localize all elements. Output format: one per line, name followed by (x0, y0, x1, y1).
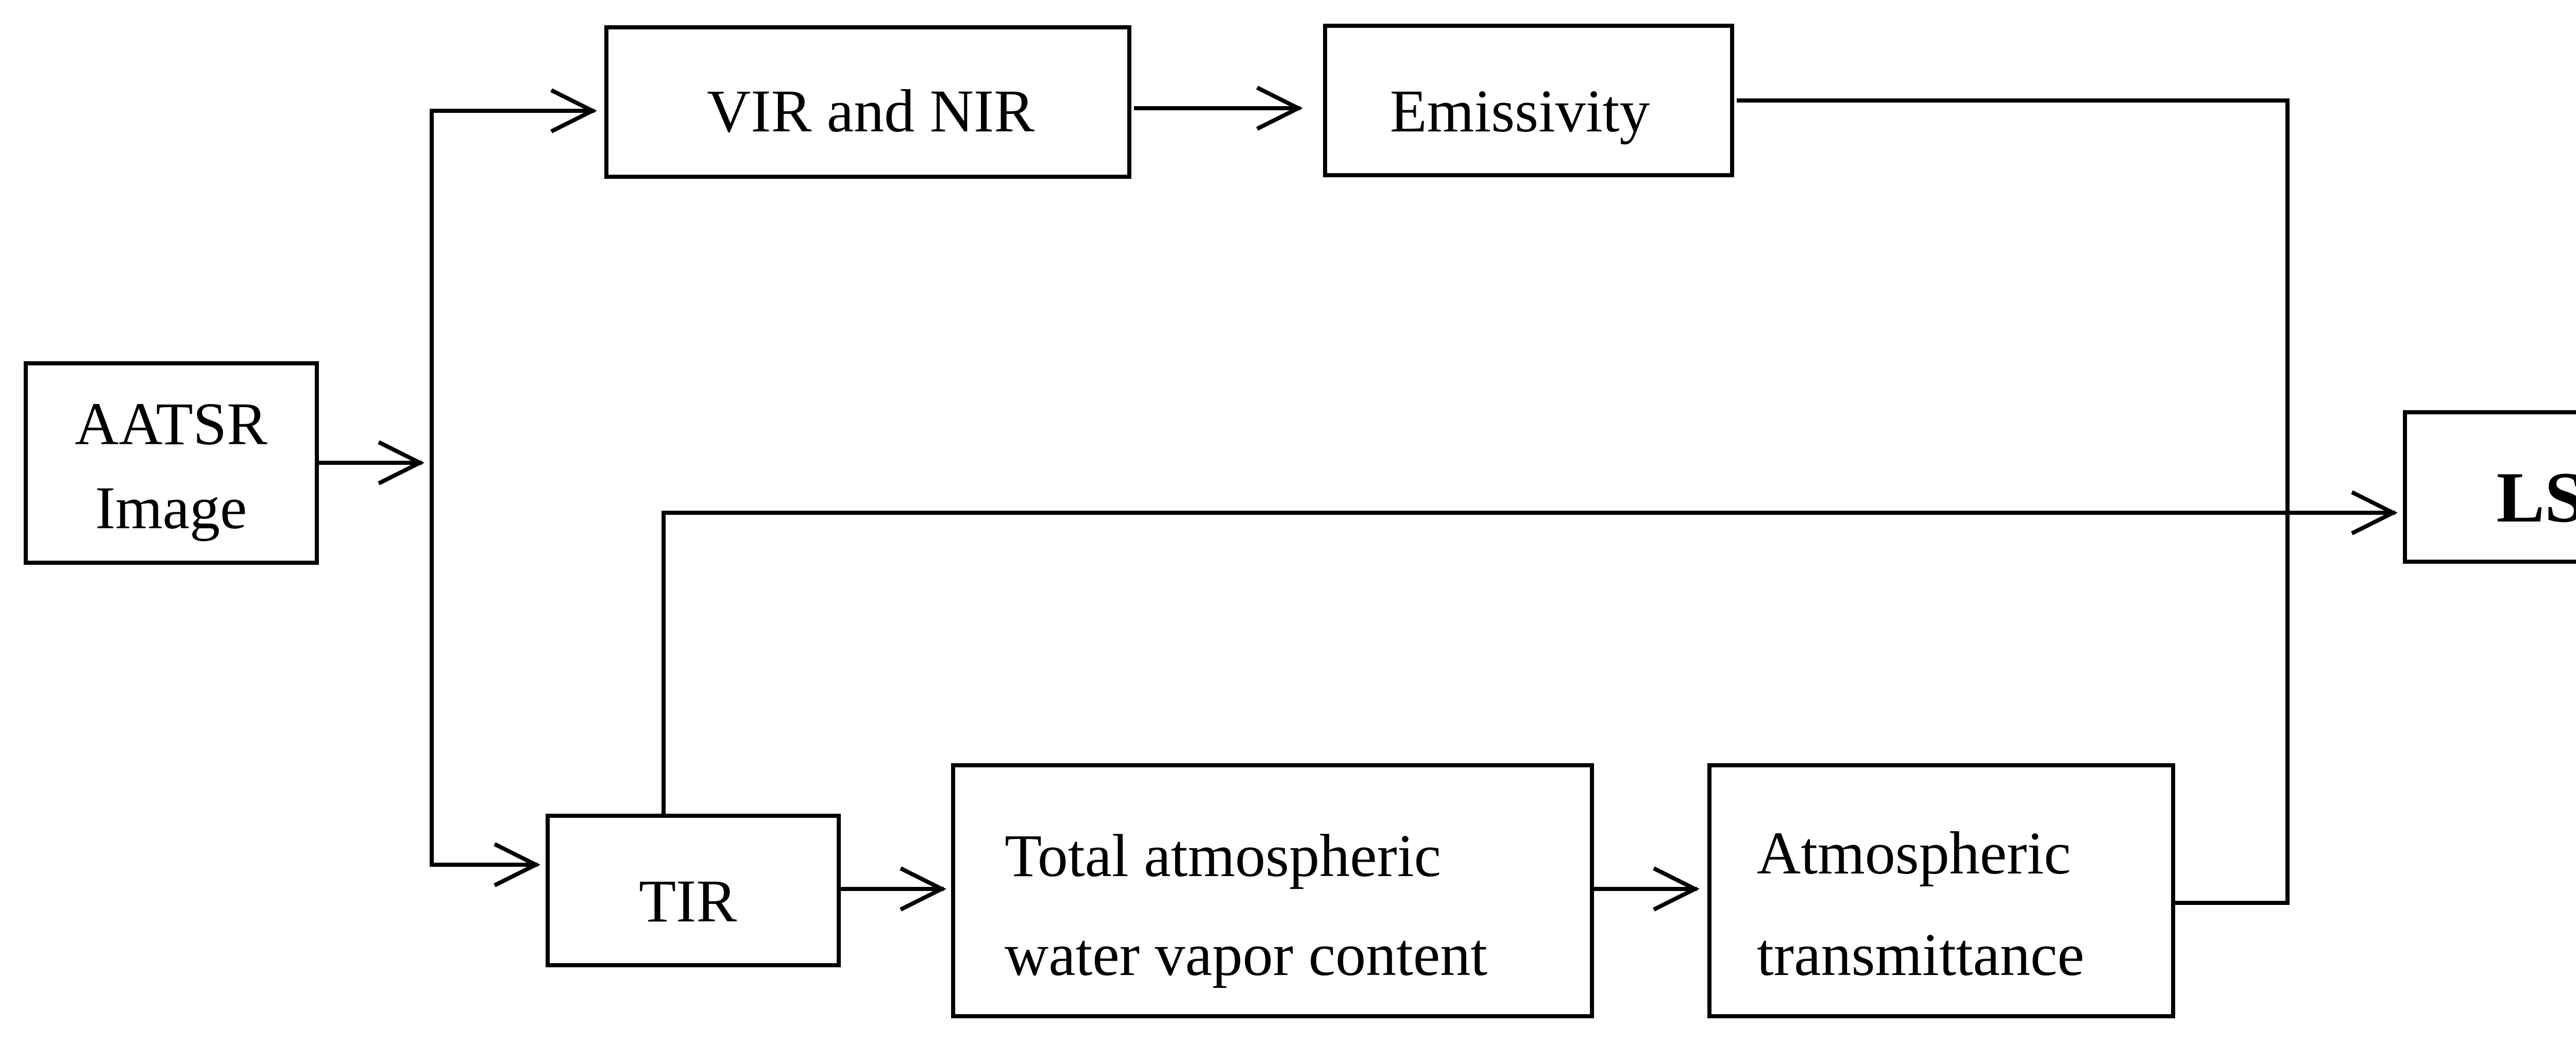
arrowhead-vir-nir (550, 88, 597, 133)
node-aatsr-image: AATSR Image (24, 361, 319, 565)
node-label: VIR and NIR (707, 77, 1035, 145)
node-label-line1: Total atmospheric (1005, 822, 1441, 889)
arrowhead-tir (494, 842, 540, 887)
node-label: LST (2497, 458, 2576, 537)
node-emissivity: Emissivity (1323, 24, 1734, 177)
node-tir: TIR (546, 814, 841, 967)
node-label-line2: water vapor content (1005, 921, 1487, 988)
edge-tir-to-lst (662, 511, 2395, 814)
node-label-line1: AATSR (75, 390, 267, 458)
node-label-line1: Atmospheric (1757, 819, 2071, 887)
node-box (24, 361, 319, 565)
node-box (951, 763, 1594, 1018)
arrowhead-aatsr-split (378, 440, 425, 485)
arrowhead-transmittance (1653, 866, 1700, 912)
node-label: Emissivity (1390, 77, 1650, 145)
node-label-line2: Image (95, 474, 247, 542)
node-atmospheric-transmittance: Atmospheric transmittance (1707, 763, 2175, 1018)
node-box (546, 814, 841, 967)
node-box (1323, 24, 1734, 177)
arrowhead-emissivity (1256, 86, 1303, 131)
node-lst: LST (2403, 410, 2576, 564)
connectors (315, 86, 2398, 912)
node-vir-nir: VIR and NIR (604, 25, 1131, 179)
node-label: TIR (639, 867, 737, 935)
arrowhead-lst (2351, 490, 2398, 535)
node-box (2403, 410, 2576, 564)
node-box (604, 25, 1131, 179)
node-water-vapor-content: Total atmospheric water vapor content (951, 763, 1594, 1018)
node-label-line2: transmittance (1757, 921, 2084, 988)
node-box (1707, 763, 2175, 1018)
arrowhead-water-vapor (900, 866, 946, 912)
